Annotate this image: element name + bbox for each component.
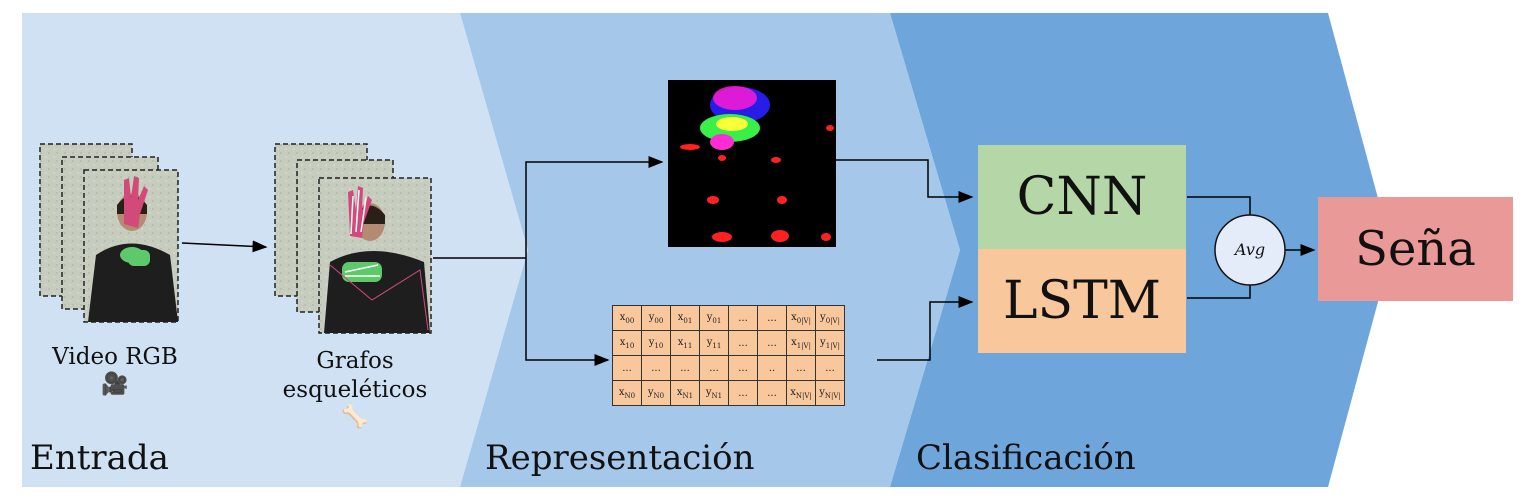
section-label-representacion: Representación bbox=[485, 438, 755, 478]
output-box: Seña bbox=[1318, 197, 1513, 301]
matrix-cell: yN|V| bbox=[815, 380, 845, 406]
arrow-matrix-to-lstm bbox=[877, 296, 974, 361]
arrow-heatmap-to-cnn bbox=[836, 159, 974, 203]
output-label: Seña bbox=[1355, 221, 1476, 277]
matrix-cell: x1|V| bbox=[786, 330, 816, 356]
lstm-label: LSTM bbox=[1002, 271, 1162, 331]
lstm-box: LSTM bbox=[978, 249, 1186, 353]
matrix-cell: ... bbox=[757, 330, 787, 356]
matrix-cell: y11 bbox=[699, 330, 729, 356]
matrix-cell: y0|V| bbox=[815, 305, 845, 331]
matrix-cell: xN|V| bbox=[786, 380, 816, 406]
matrix-cell: ... bbox=[757, 305, 787, 331]
matrix-cell: ... bbox=[786, 355, 816, 381]
matrix-cell: .. bbox=[757, 355, 787, 381]
video-frames bbox=[39, 143, 179, 323]
avg-node bbox=[1214, 214, 1286, 286]
matrix-cell: y00 bbox=[641, 305, 671, 331]
line-cnn-to-avg bbox=[1187, 196, 1251, 216]
skeleton-label-line1: Grafos bbox=[316, 348, 394, 374]
matrix-cell: x0|V| bbox=[786, 305, 816, 331]
arrow-video-to-skeleton bbox=[181, 240, 268, 253]
matrix-cell: xN1 bbox=[670, 380, 700, 406]
bone-icon: 🦴 bbox=[341, 405, 369, 430]
matrix-cell: ... bbox=[728, 355, 758, 381]
matrix-cell: x10 bbox=[612, 330, 642, 356]
skeleton-heatmap-image bbox=[668, 80, 836, 247]
matrix-cell: x01 bbox=[670, 305, 700, 331]
matrix-cell: ... bbox=[728, 330, 758, 356]
matrix-cell: ... bbox=[728, 305, 758, 331]
section-label-clasificacion: Clasificación bbox=[916, 438, 1136, 478]
matrix-cell: ... bbox=[699, 355, 729, 381]
matrix-cell: ... bbox=[670, 355, 700, 381]
skeleton-label-line2: esqueléticos bbox=[282, 377, 428, 403]
video-camera-icon: 🎥 bbox=[101, 372, 129, 397]
skeleton-frames bbox=[274, 143, 432, 334]
cnn-box: CNN bbox=[978, 145, 1186, 249]
matrix-cell: yN0 bbox=[641, 380, 671, 406]
matrix-cell: yN1 bbox=[699, 380, 729, 406]
matrix-cell: y10 bbox=[641, 330, 671, 356]
matrix-cell: x11 bbox=[670, 330, 700, 356]
matrix-cell: ... bbox=[612, 355, 642, 381]
arrow-split-to-heatmap bbox=[525, 156, 664, 258]
matrix-cell: ... bbox=[757, 380, 787, 406]
line-lstm-to-avg bbox=[1187, 285, 1251, 299]
section-label-entrada: Entrada bbox=[30, 438, 169, 478]
matrix-cell: ... bbox=[641, 355, 671, 381]
matrix-cell: x00 bbox=[612, 305, 642, 331]
matrix-cell: y1|V| bbox=[815, 330, 845, 356]
cnn-label: CNN bbox=[1016, 167, 1148, 227]
matrix-row: ....................... bbox=[612, 355, 845, 381]
matrix-cell: xN0 bbox=[612, 380, 642, 406]
video-label: Video RGB bbox=[52, 344, 178, 370]
matrix-cell: ... bbox=[815, 355, 845, 381]
matrix-cell: ... bbox=[728, 380, 758, 406]
arrow-split-to-matrix bbox=[525, 258, 610, 366]
avg-label: Avg bbox=[1234, 240, 1266, 259]
matrix-cell: y01 bbox=[699, 305, 729, 331]
